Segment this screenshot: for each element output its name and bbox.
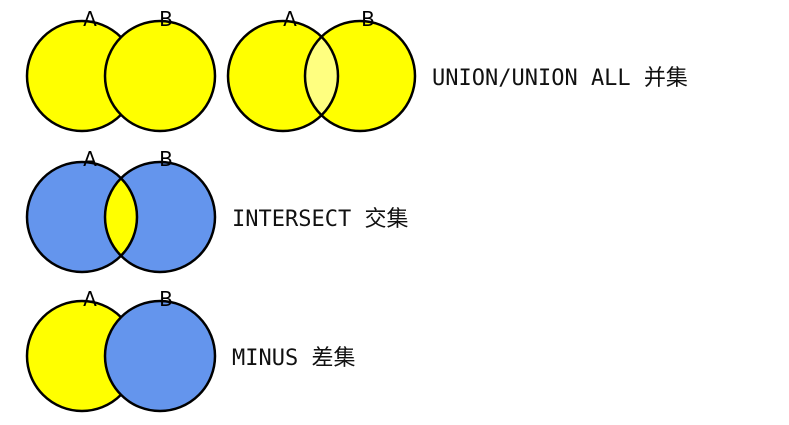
label-a: A xyxy=(83,287,97,311)
circle-a xyxy=(27,162,137,272)
circle-b-outline xyxy=(303,19,417,133)
venn-union-separate: A B xyxy=(25,7,217,133)
venn-minus: A B xyxy=(25,287,217,413)
label-b: B xyxy=(361,7,375,31)
circle-b-outline xyxy=(103,160,217,274)
venn-intersect: A B xyxy=(25,147,217,274)
circle-a-outline xyxy=(226,19,340,133)
minus-label: MINUS 差集 xyxy=(232,346,355,371)
circle-b xyxy=(103,299,217,413)
label-b: B xyxy=(159,7,173,31)
label-a: A xyxy=(83,7,97,31)
circle-b xyxy=(103,19,217,133)
union-label: UNION/UNION ALL 并集 xyxy=(432,66,688,91)
venn-union-all-overlap: A B xyxy=(226,7,417,133)
circle-a-outline xyxy=(25,160,139,274)
label-b: B xyxy=(159,147,173,171)
label-b: B xyxy=(159,287,173,311)
label-a: A xyxy=(83,147,97,171)
intersect-label: INTERSECT 交集 xyxy=(232,207,408,232)
circle-b xyxy=(105,162,215,272)
circle-b xyxy=(305,21,415,131)
label-a: A xyxy=(283,7,297,31)
circle-a xyxy=(228,21,338,131)
